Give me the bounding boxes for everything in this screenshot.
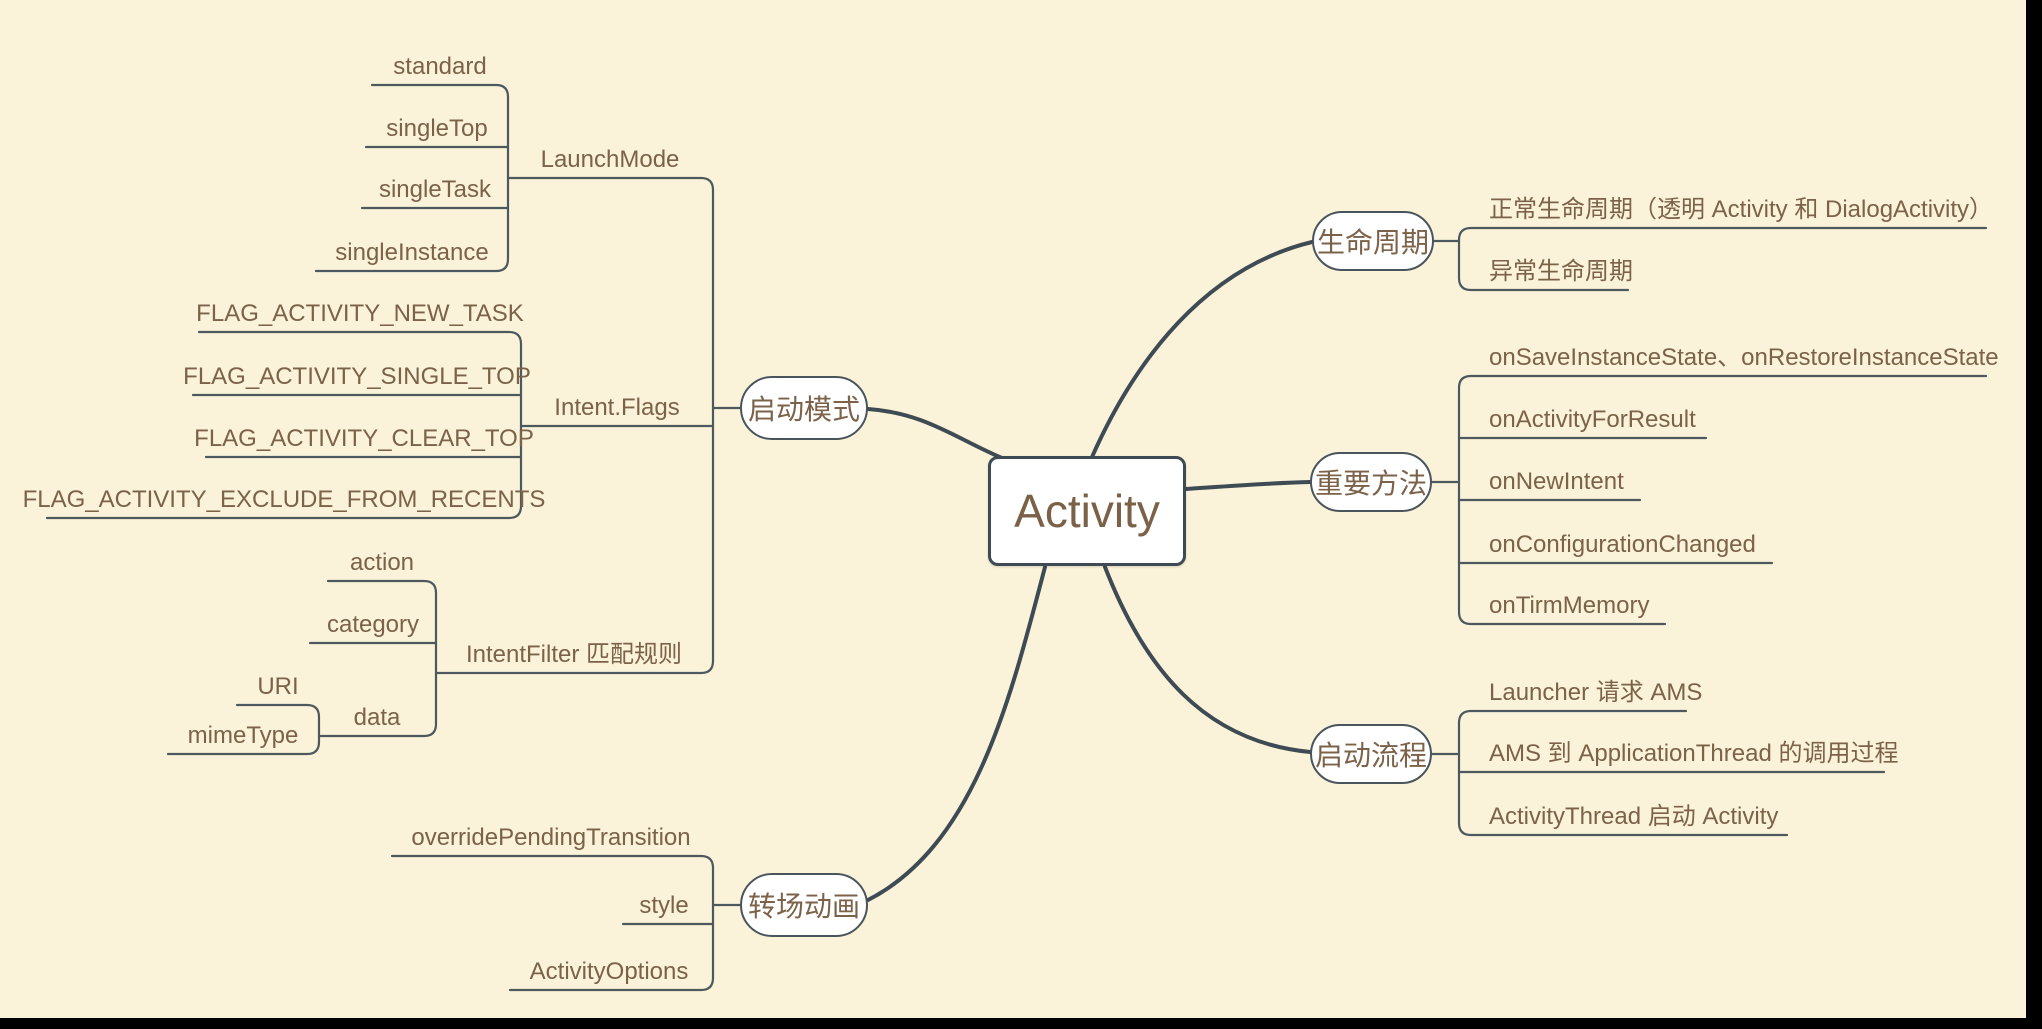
node-style[interactable]: style: [639, 892, 689, 919]
trunk-intent-flags-children: [45, 330, 523, 520]
node-activityoptions[interactable]: ActivityOptions: [529, 958, 689, 985]
node-launch-process[interactable]: 启动流程: [1310, 724, 1432, 784]
node-underlines: [45, 83, 1988, 992]
node-overridependingtransition[interactable]: overridePendingTransition: [411, 824, 691, 851]
node-activitythread-start[interactable]: ActivityThread 启动 Activity: [1489, 803, 1779, 830]
root-branch-curves: [866, 240, 1314, 902]
node-intentfilter-rules[interactable]: IntentFilter 匹配规则: [465, 641, 683, 668]
node-important-methods[interactable]: 重要方法: [1310, 452, 1432, 512]
node-flag-activity-new-task[interactable]: FLAG_ACTIVITY_NEW_TASK: [196, 300, 524, 327]
node-normal-lifecycle[interactable]: 正常生命周期（透明 Activity 和 DialogActivity）: [1489, 196, 1994, 223]
branch-curve-lifecycle: [1090, 240, 1314, 459]
node-action[interactable]: action: [349, 549, 415, 576]
node-flag-activity-clear-top[interactable]: FLAG_ACTIVITY_CLEAR_TOP: [194, 425, 534, 452]
screen-edge-bottom: [0, 1018, 2042, 1029]
trunk-lifecycle-children: [1457, 226, 1988, 292]
branch-curve-launch-process: [1103, 565, 1312, 754]
node-launcher-request-ams[interactable]: Launcher 请求 AMS: [1489, 679, 1703, 706]
node-onsaveinstancestate[interactable]: onSaveInstanceState、onRestoreInstanceSta…: [1489, 344, 1999, 371]
branch-curve-important-methods: [1184, 480, 1312, 491]
node-launch-mode[interactable]: 启动模式: [740, 376, 868, 440]
node-standard[interactable]: standard: [393, 53, 487, 80]
branch-curve-launch-mode: [866, 407, 1004, 460]
node-launchmode[interactable]: LaunchMode: [540, 146, 680, 173]
node-ams-applicationthread[interactable]: AMS 到 ApplicationThread 的调用过程: [1489, 740, 1899, 767]
branch-curve-transition-animation: [866, 565, 1047, 902]
node-onconfigurationchanged[interactable]: onConfigurationChanged: [1489, 531, 1756, 558]
node-onactivityforresult[interactable]: onActivityForResult: [1489, 406, 1696, 433]
node-onnewintent[interactable]: onNewIntent: [1489, 468, 1624, 495]
node-singletask[interactable]: singleTask: [378, 176, 492, 203]
node-intent-flags[interactable]: Intent.Flags: [554, 394, 680, 421]
node-data[interactable]: data: [353, 704, 401, 731]
node-lifecycle[interactable]: 生命周期: [1312, 211, 1434, 271]
node-category[interactable]: category: [326, 611, 420, 638]
node-mimetype[interactable]: mimeType: [187, 722, 299, 749]
node-singletop[interactable]: singleTop: [386, 115, 488, 142]
node-flag-activity-exclude-from-recents[interactable]: FLAG_ACTIVITY_EXCLUDE_FROM_RECENTS: [22, 486, 546, 513]
trunk-intentfilter-children: [317, 579, 438, 738]
node-flag-activity-single-top[interactable]: FLAG_ACTIVITY_SINGLE_TOP: [183, 363, 531, 390]
screen-edge-right: [2026, 0, 2042, 1029]
node-abnormal-lifecycle[interactable]: 异常生命周期: [1489, 258, 1633, 285]
trunk-data-children: [166, 703, 321, 756]
node-transition-animation[interactable]: 转场动画: [740, 873, 868, 937]
node-ontirmmemory[interactable]: onTirmMemory: [1489, 592, 1650, 619]
node-singleinstance[interactable]: singleInstance: [335, 239, 489, 266]
node-root-activity[interactable]: Activity: [988, 456, 1186, 566]
node-uri[interactable]: URI: [257, 673, 299, 700]
